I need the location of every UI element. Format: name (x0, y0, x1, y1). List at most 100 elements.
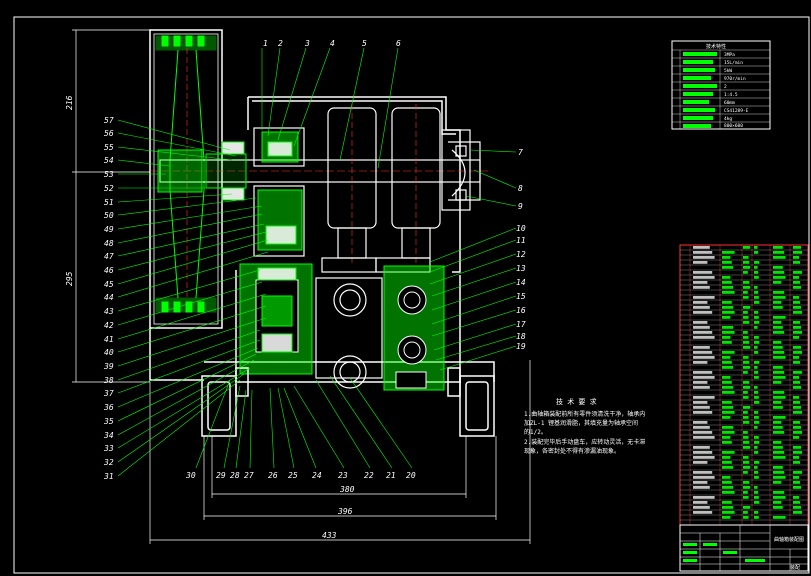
parts-list-cell-text (722, 426, 734, 429)
parts-list-cell-text (743, 311, 748, 314)
parts-list-cell-text (754, 516, 759, 519)
parts-list-cell-text (773, 431, 785, 434)
parts-list-cell-text (754, 426, 758, 429)
parts-list-cell-text (773, 451, 785, 454)
parts-list-cell-text (693, 251, 713, 254)
parts-list-cell-text (693, 356, 715, 359)
parts-list-cell-text (754, 501, 760, 504)
parts-list-cell-text (743, 386, 751, 389)
pump-block-right (383, 265, 445, 391)
balloon: 18 (516, 332, 526, 341)
balloons-left: 57 56 55 54 53 52 51 50 49 48 47 46 45 4… (103, 116, 114, 481)
parts-list-cell-text (773, 426, 783, 429)
parts-list-cell-text (693, 381, 708, 384)
parts-list-cell-text (793, 346, 801, 349)
parts-list-cell-text (754, 471, 759, 474)
balloon: 41 (104, 335, 114, 344)
balloon: 25 (288, 471, 298, 480)
parts-list-cell-text (773, 291, 785, 294)
parts-list-cell-text (743, 371, 748, 374)
parts-list-cell-text (693, 351, 713, 354)
parts-list-cell-text (722, 361, 732, 364)
parts-list-cell-text (693, 451, 713, 454)
tech-line: 1.曲轴箱装配前所有零件须清洗干净，轴承内 (524, 410, 645, 418)
parts-list-cell-text (722, 326, 734, 329)
parts-list-cell-text (754, 476, 759, 479)
parts-list-cell-text (743, 471, 748, 474)
parts-list-cell-text (743, 516, 749, 519)
balloon: 46 (104, 266, 114, 275)
parts-list-cell-text (793, 386, 801, 389)
parts-list-cell-text (793, 286, 801, 289)
balloon: 15 (516, 292, 526, 301)
parts-list-cell-text (793, 426, 801, 429)
parts-list-cell-text (773, 296, 786, 299)
parts-list-cell-text (743, 261, 750, 264)
parts-list-cell-text (773, 391, 785, 394)
shaft-hub (157, 141, 247, 201)
parts-list-cell-text (754, 436, 759, 439)
parts-list-cell-text (754, 366, 758, 369)
parts-list-cell-text (773, 506, 783, 509)
parts-list-cell-text (754, 371, 759, 374)
bearing-housing (253, 127, 305, 257)
balloon: 27 (244, 471, 254, 480)
parts-list-cell-text (793, 401, 800, 404)
parts-list-cell-text (693, 476, 715, 479)
parts-list-cell-text (722, 251, 735, 254)
parts-list-cell-text (722, 481, 732, 484)
parts-list-cell-text (793, 476, 799, 479)
balloon: 3 (304, 39, 310, 48)
sheet-frame (13, 16, 810, 574)
parts-list-cell-text (743, 346, 751, 349)
parts-list-cell-text (743, 286, 751, 289)
parts-list-cell-text (773, 356, 786, 359)
parts-list-cell-text (693, 246, 710, 249)
parts-list-cell-text (773, 341, 782, 344)
balloon: 34 (103, 431, 114, 440)
parts-list-cell-text (743, 411, 748, 414)
technical-requirements: 技 术 要 求 1.曲轴箱装配前所有零件须清洗干净，轴承内 加ZL-1 锂基润滑… (524, 397, 645, 455)
parts-list-cell-text (722, 266, 734, 269)
parts-list-cell-text (754, 361, 760, 364)
parts-list-cell-text (743, 396, 749, 399)
parts-list-cell-text (722, 331, 735, 334)
balloon: 53 (104, 170, 114, 179)
balloons-right: 7 8 9 10 11 12 13 14 15 16 17 18 19 (516, 148, 526, 351)
parts-list-cell-text (754, 376, 759, 379)
balloon: 52 (104, 184, 114, 193)
parts-list-cell-text (693, 336, 715, 339)
parts-list-cell-text (693, 421, 708, 424)
parts-list-cell-text (722, 451, 735, 454)
parts-list-cell-text (793, 301, 800, 304)
parts-list-cell-text (722, 366, 734, 369)
parts-list-cell-text (773, 366, 783, 369)
parts-list-cell-text (693, 371, 713, 374)
cylinder-block-left (239, 263, 313, 375)
parts-list-cell-text (793, 421, 800, 424)
parts-list-cell-text (754, 411, 759, 414)
balloon: 8 (518, 184, 523, 193)
parts-list-cell-text (754, 351, 759, 354)
pulley-guard (149, 29, 223, 329)
parts-list-cell-text (693, 361, 708, 364)
parts-list-cell-text (773, 326, 783, 329)
parts-list-cell-text (793, 326, 801, 329)
parts-list-cell-text (773, 346, 783, 349)
dim-433: 433 (322, 531, 337, 540)
parts-list-cell-text (743, 446, 751, 449)
balloon: 40 (104, 348, 114, 357)
parts-list-cell-text (722, 486, 734, 489)
parts-list-cell-text (754, 316, 759, 319)
parts-list-cell-text (722, 291, 735, 294)
spec-table: 技术特性 3MPa 15L/min 5kW 970r/min 2 1:4.5 6… (671, 40, 771, 130)
parts-list-cell-text (773, 321, 782, 324)
parts-list-cell-text (693, 471, 713, 474)
parts-list-cell-text (722, 461, 732, 464)
parts-list-cell-text (793, 381, 800, 384)
balloon: 44 (104, 293, 114, 302)
parts-list-cell-text (754, 286, 758, 289)
balloon: 50 (104, 211, 114, 220)
parts-list-cell-text (693, 446, 710, 449)
